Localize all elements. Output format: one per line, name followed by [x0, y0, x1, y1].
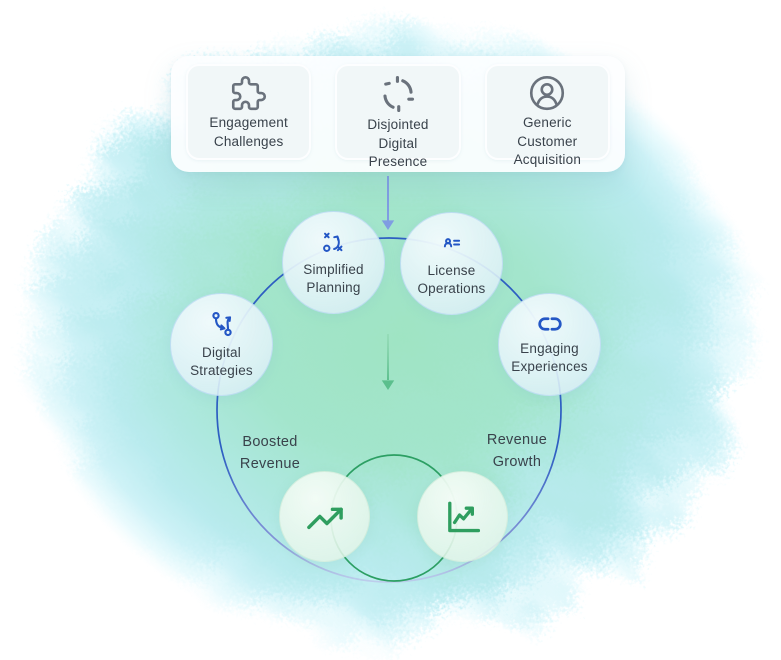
challenges-panel: Engagement Challenges Disjointed Digital…	[171, 56, 625, 172]
bubble-label: Engaging Experiences	[511, 341, 588, 374]
bubble-digital-strategies: Digital Strategies	[170, 293, 273, 396]
card-disjointed-digital-presence: Disjointed Digital Presence	[335, 64, 461, 169]
disjointed-circle-icon	[376, 72, 420, 116]
trending-up-icon	[302, 494, 348, 540]
bubble-simplified-planning: Simplified Planning	[282, 211, 385, 314]
label-boosted-revenue: Boosted Revenue	[239, 434, 301, 472]
flow-arrow-down-icon	[381, 176, 395, 230]
bubble-boosted-revenue	[279, 471, 370, 562]
strategy-icon	[319, 228, 349, 256]
bubble-label: Digital Strategies	[190, 345, 253, 378]
solutions-ring	[216, 237, 562, 583]
bubble-engaging-experiences: Engaging Experiences	[498, 293, 601, 396]
card-engagement-challenges: Engagement Challenges	[186, 64, 312, 160]
label-revenue-growth: Revenue Growth	[486, 432, 548, 470]
card-label: Engagement Challenges	[209, 115, 288, 149]
link-icon	[533, 313, 567, 335]
user-circle-icon	[526, 72, 568, 114]
bubble-label: Simplified Planning	[303, 262, 364, 295]
card-label: Disjointed Digital Presence	[367, 117, 429, 170]
bubble-label: License Operations	[417, 263, 486, 296]
bubble-license-operations: License Operations	[400, 212, 503, 315]
flow-arrow-down-green-icon	[381, 334, 395, 390]
bubble-revenue-growth	[417, 471, 508, 562]
puzzle-icon	[228, 72, 270, 114]
route-arrows-icon	[207, 309, 237, 339]
id-card-icon	[437, 229, 467, 257]
card-generic-customer-acquisition: Generic Customer Acquisition	[484, 64, 610, 167]
card-label: Generic Customer Acquisition	[513, 115, 582, 168]
chart-line-icon	[441, 495, 485, 539]
